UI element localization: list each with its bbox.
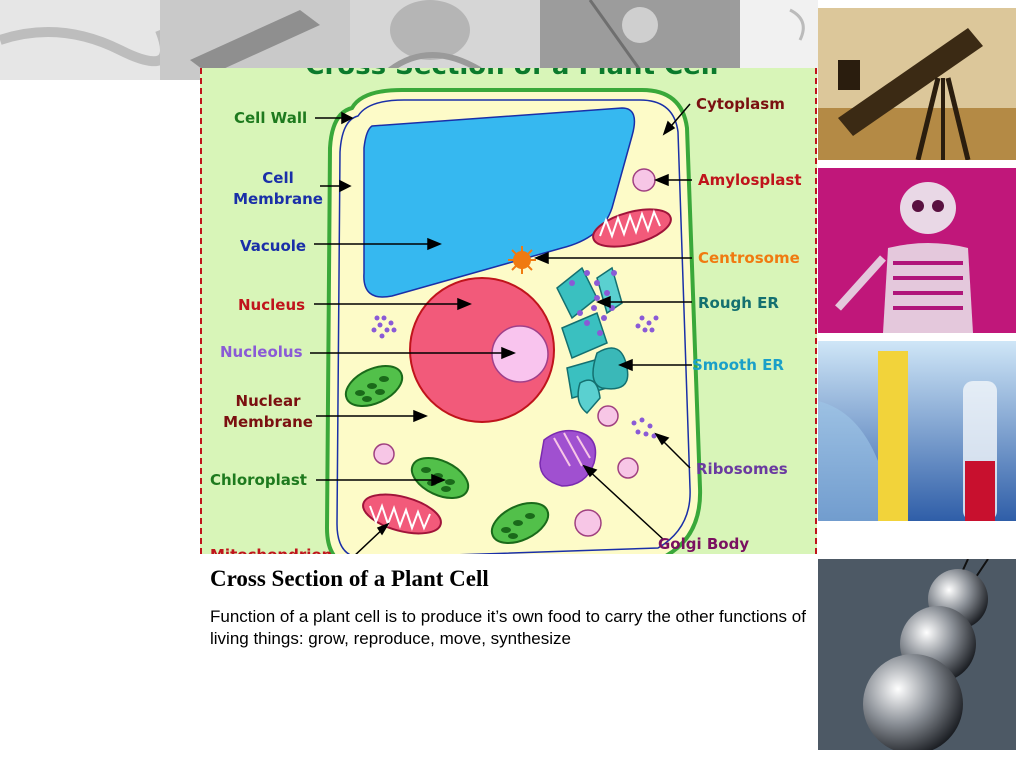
label-nuclear-membrane-line1: Nuclear bbox=[236, 392, 302, 410]
nucleolus bbox=[491, 325, 549, 383]
diagram-title: Cross Section of a Plant Cell bbox=[305, 68, 718, 81]
label-golgi-body: Golgi Body bbox=[658, 535, 749, 553]
label-ribosomes: Ribosomes bbox=[696, 460, 788, 478]
label-chloroplast: Chloroplast bbox=[210, 471, 307, 489]
skeleton-image bbox=[818, 168, 1016, 333]
label-mitochondrion: Mitochondrion bbox=[210, 546, 332, 554]
label-nuclear-membrane-line2: Membrane bbox=[223, 413, 313, 431]
telescope-image bbox=[818, 8, 1016, 160]
leader-lines bbox=[310, 103, 692, 554]
label-amylosplast: Amylosplast bbox=[698, 171, 802, 189]
ribosomes-cluster bbox=[371, 315, 659, 439]
amylosplast bbox=[632, 168, 656, 192]
golgi-body bbox=[539, 429, 597, 487]
nucleus bbox=[409, 277, 555, 423]
newtons-cradle-image bbox=[818, 559, 1016, 750]
vacuole bbox=[363, 107, 636, 298]
banner-collage bbox=[0, 0, 818, 80]
smooth-er bbox=[577, 347, 629, 415]
label-cell-membrane-line1: Cell bbox=[262, 169, 293, 187]
chloroplast bbox=[490, 502, 550, 544]
slide-body-text: Function of a plant cell is to produce i… bbox=[210, 607, 806, 648]
top-banner bbox=[0, 0, 818, 80]
label-cell-membrane-line2: Membrane bbox=[233, 190, 323, 208]
label-centrosome: Centrosome bbox=[698, 249, 800, 267]
side-image-column bbox=[818, 8, 1024, 768]
label-nucleolus: Nucleolus bbox=[220, 343, 303, 361]
label-nucleus: Nucleus bbox=[238, 296, 305, 314]
vesicle bbox=[373, 443, 395, 465]
label-cytoplasm: Cytoplasm bbox=[696, 95, 785, 113]
mitochondrion-lower bbox=[362, 493, 442, 535]
slide-title: Cross Section of a Plant Cell bbox=[210, 566, 489, 591]
label-vacuole: Vacuole bbox=[240, 237, 306, 255]
vesicle bbox=[597, 405, 619, 427]
cell-membrane bbox=[336, 99, 691, 554]
vesicle bbox=[617, 457, 639, 479]
label-smooth-er: Smooth ER bbox=[692, 356, 784, 374]
label-cell-wall: Cell Wall bbox=[234, 109, 307, 127]
test-tubes-image bbox=[818, 341, 1016, 521]
label-rough-er: Rough ER bbox=[698, 294, 779, 312]
vesicle bbox=[574, 509, 602, 537]
centrosome bbox=[508, 246, 536, 274]
chloroplast bbox=[344, 365, 404, 407]
mitochondrion-upper bbox=[592, 208, 672, 248]
plant-cell-diagram: Cross Section of a Plant Cell bbox=[200, 68, 817, 554]
